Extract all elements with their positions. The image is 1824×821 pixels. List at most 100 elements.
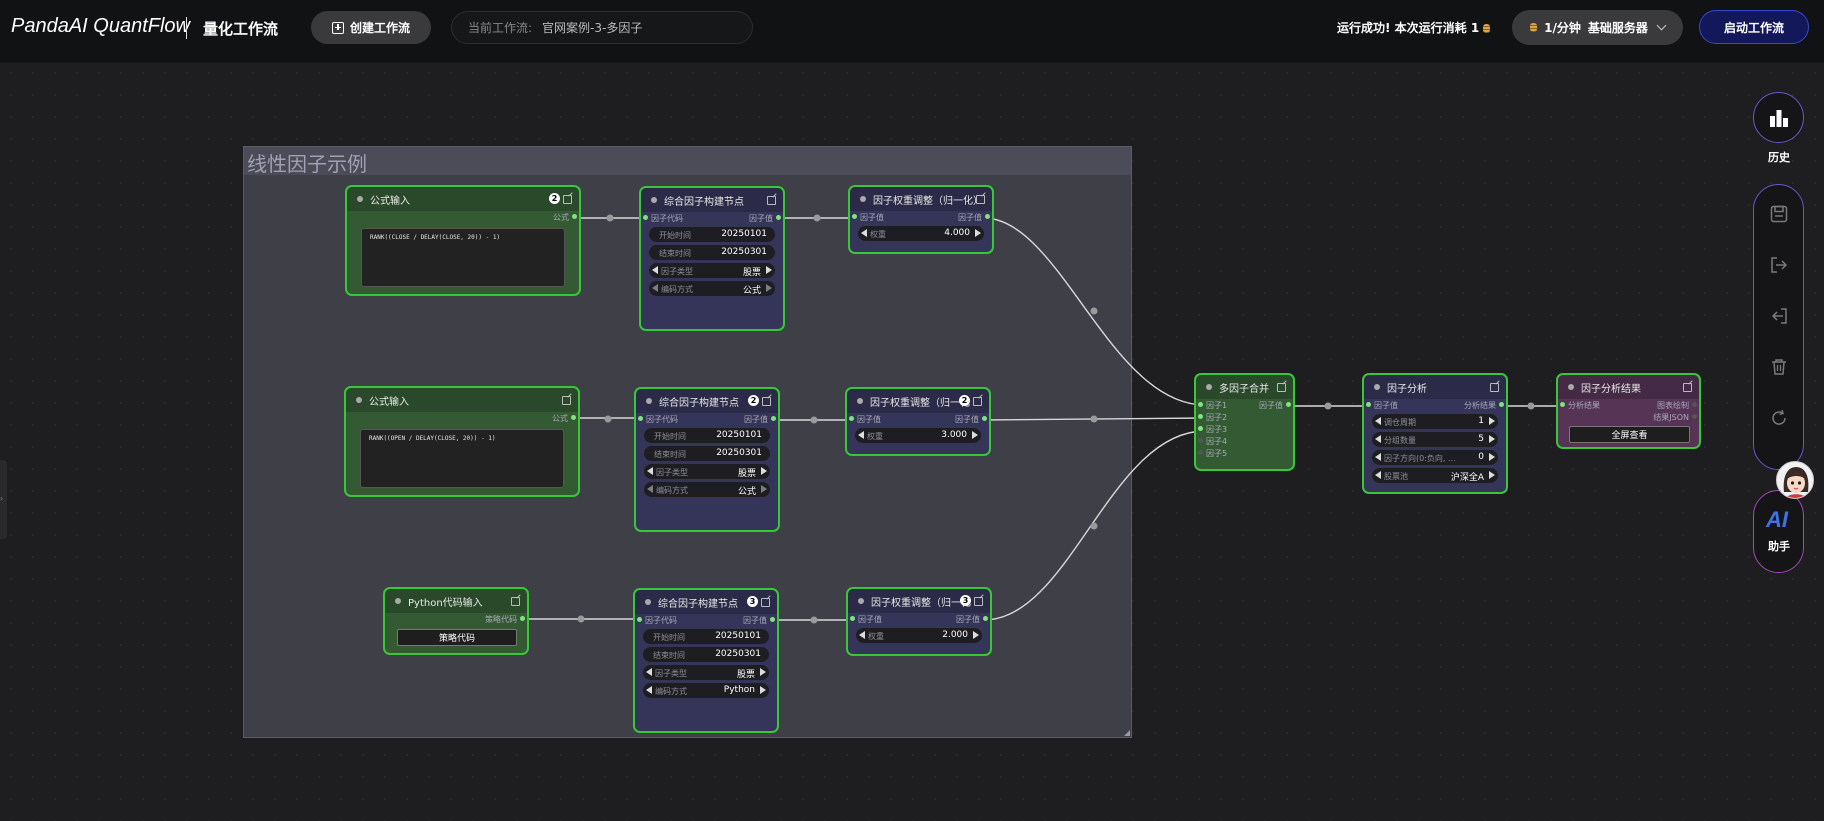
output-socket[interactable] — [770, 617, 775, 622]
arrow-right-icon[interactable] — [761, 467, 767, 475]
start-date-field[interactable]: 开始时间20250101 — [649, 227, 775, 242]
arrow-right-icon[interactable] — [766, 284, 772, 292]
encoding-select[interactable]: 编码方式Python — [643, 683, 769, 698]
collapse-dot[interactable] — [646, 398, 652, 404]
collapse-dot[interactable] — [1374, 384, 1380, 390]
factor-direction-stepper[interactable]: 因子方向(0:负向, ...0 — [1372, 450, 1498, 465]
output-socket[interactable] — [983, 616, 988, 621]
factor-build-node[interactable]: 综合因子构建节点 2 因子代码 因子值 开始时间20250101 结束时间202… — [634, 387, 780, 532]
rebalance-period-stepper[interactable]: 调仓周期1 — [1372, 414, 1498, 429]
increment-icon[interactable] — [975, 229, 981, 237]
input-socket[interactable] — [637, 617, 642, 622]
edit-icon[interactable] — [761, 598, 770, 607]
edit-icon[interactable] — [562, 396, 571, 405]
increment-icon[interactable] — [973, 631, 979, 639]
node-header[interactable]: 因子分析结果 — [1558, 375, 1699, 399]
decrement-icon[interactable] — [1375, 417, 1381, 425]
import-icon[interactable] — [1770, 307, 1788, 325]
collapse-dot[interactable] — [356, 397, 362, 403]
end-date-field[interactable]: 结束时间20250301 — [649, 245, 775, 260]
input-socket[interactable] — [1560, 402, 1565, 407]
export-icon[interactable] — [1770, 256, 1788, 274]
decrement-icon[interactable] — [858, 431, 864, 439]
input-socket[interactable] — [638, 416, 643, 421]
node-header[interactable]: 因子权重调整（归一化） — [850, 187, 992, 211]
arrow-right-icon[interactable] — [760, 686, 766, 694]
increment-icon[interactable] — [1489, 453, 1495, 461]
arrow-left-icon[interactable] — [647, 485, 653, 493]
edit-icon[interactable] — [563, 195, 572, 204]
collapse-dot[interactable] — [858, 598, 864, 604]
input-socket[interactable] — [1198, 414, 1203, 419]
fullscreen-view-button[interactable]: 全屏查看 — [1569, 426, 1690, 443]
decrement-icon[interactable] — [1375, 435, 1381, 443]
output-socket[interactable] — [982, 416, 987, 421]
output-socket[interactable] — [1499, 402, 1504, 407]
python-input-node[interactable]: Python代码输入 策略代码 策略代码 — [383, 587, 529, 655]
output-socket[interactable] — [1692, 414, 1697, 419]
node-header[interactable]: 因子权重调整（归一化 2 — [847, 389, 989, 413]
input-socket[interactable] — [1198, 438, 1203, 443]
factor-type-select[interactable]: 因子类型股票 — [643, 665, 769, 680]
arrow-right-icon[interactable] — [761, 485, 767, 493]
edit-icon[interactable] — [762, 397, 771, 406]
encoding-select[interactable]: 编码方式公式 — [644, 482, 770, 497]
node-header[interactable]: 多因子合并 — [1196, 375, 1293, 399]
group-count-stepper[interactable]: 分组数量5 — [1372, 432, 1498, 447]
left-panel-toggle[interactable]: › — [0, 460, 7, 539]
collapse-dot[interactable] — [645, 599, 651, 605]
weight-stepper[interactable]: 权重2.000 — [856, 628, 982, 643]
output-socket[interactable] — [985, 214, 990, 219]
arrow-left-icon[interactable] — [652, 284, 658, 292]
save-icon[interactable] — [1770, 205, 1788, 223]
weight-stepper[interactable]: 权重3.000 — [855, 428, 981, 443]
edit-python-code-button[interactable]: 策略代码 — [397, 629, 517, 646]
decrement-icon[interactable] — [861, 229, 867, 237]
input-socket[interactable] — [1198, 450, 1203, 455]
node-header[interactable]: 公式输入 — [346, 388, 578, 412]
input-socket[interactable] — [1366, 402, 1371, 407]
formula-input-node[interactable]: 公式输入 公式 RANK((OPEN / DELAY(CLOSE, 20)) -… — [344, 386, 580, 497]
edit-icon[interactable] — [976, 195, 985, 204]
formula-code-input[interactable]: RANK((CLOSE / DELAY(CLOSE, 20)) - 1) — [361, 228, 565, 287]
output-socket[interactable] — [520, 616, 525, 621]
edit-icon[interactable] — [973, 397, 982, 406]
factor-build-node[interactable]: 综合因子构建节点 3 因子代码 因子值 开始时间20250101 结束时间202… — [633, 588, 779, 733]
edit-icon[interactable] — [511, 597, 520, 606]
factor-merge-node[interactable]: 多因子合并 因子1 因子值 因子2 因子3 因子4 因子5 — [1194, 373, 1295, 471]
input-socket[interactable] — [1198, 426, 1203, 431]
decrement-icon[interactable] — [859, 631, 865, 639]
arrow-left-icon[interactable] — [646, 686, 652, 694]
refresh-icon[interactable] — [1770, 409, 1788, 427]
factor-build-node[interactable]: 综合因子构建节点 因子代码 因子值 开始时间20250101 结束时间20250… — [639, 186, 785, 331]
arrow-left-icon[interactable] — [1375, 471, 1381, 479]
output-socket[interactable] — [771, 416, 776, 421]
node-header[interactable]: 因子权重调整（归一化 3 — [848, 589, 990, 613]
input-socket[interactable] — [852, 214, 857, 219]
increment-icon[interactable] — [1489, 417, 1495, 425]
trash-icon[interactable] — [1770, 358, 1788, 376]
factor-weight-node[interactable]: 因子权重调整（归一化 2 因子值 因子值 权重3.000 — [845, 387, 991, 456]
node-header[interactable]: 综合因子构建节点 3 — [635, 590, 777, 614]
start-date-field[interactable]: 开始时间20250101 — [643, 629, 769, 644]
factor-weight-node[interactable]: 因子权重调整（归一化） 因子值 因子值 权重4.000 — [848, 185, 994, 254]
edit-icon[interactable] — [974, 597, 983, 606]
collapse-dot[interactable] — [1568, 384, 1574, 390]
factor-type-select[interactable]: 因子类型股票 — [649, 263, 775, 278]
node-header[interactable]: 综合因子构建节点 2 — [636, 389, 778, 413]
end-date-field[interactable]: 结束时间20250301 — [644, 446, 770, 461]
output-socket[interactable] — [571, 415, 576, 420]
arrow-right-icon[interactable] — [760, 668, 766, 676]
edit-icon[interactable] — [1277, 383, 1286, 392]
collapse-dot[interactable] — [395, 598, 401, 604]
decrement-icon[interactable] — [1375, 453, 1381, 461]
formula-input-node[interactable]: 公式输入 2 公式 RANK((CLOSE / DELAY(CLOSE, 20)… — [345, 185, 581, 296]
node-header[interactable]: Python代码输入 — [385, 589, 527, 613]
end-date-field[interactable]: 结束时间20250301 — [643, 647, 769, 662]
edit-icon[interactable] — [1490, 383, 1499, 392]
formula-code-input[interactable]: RANK((OPEN / DELAY(CLOSE, 20)) - 1) — [360, 429, 564, 488]
factor-type-select[interactable]: 因子类型股票 — [644, 464, 770, 479]
node-header[interactable]: 综合因子构建节点 — [641, 188, 783, 212]
arrow-right-icon[interactable] — [1489, 471, 1495, 479]
node-header[interactable]: 公式输入 2 — [347, 187, 579, 211]
